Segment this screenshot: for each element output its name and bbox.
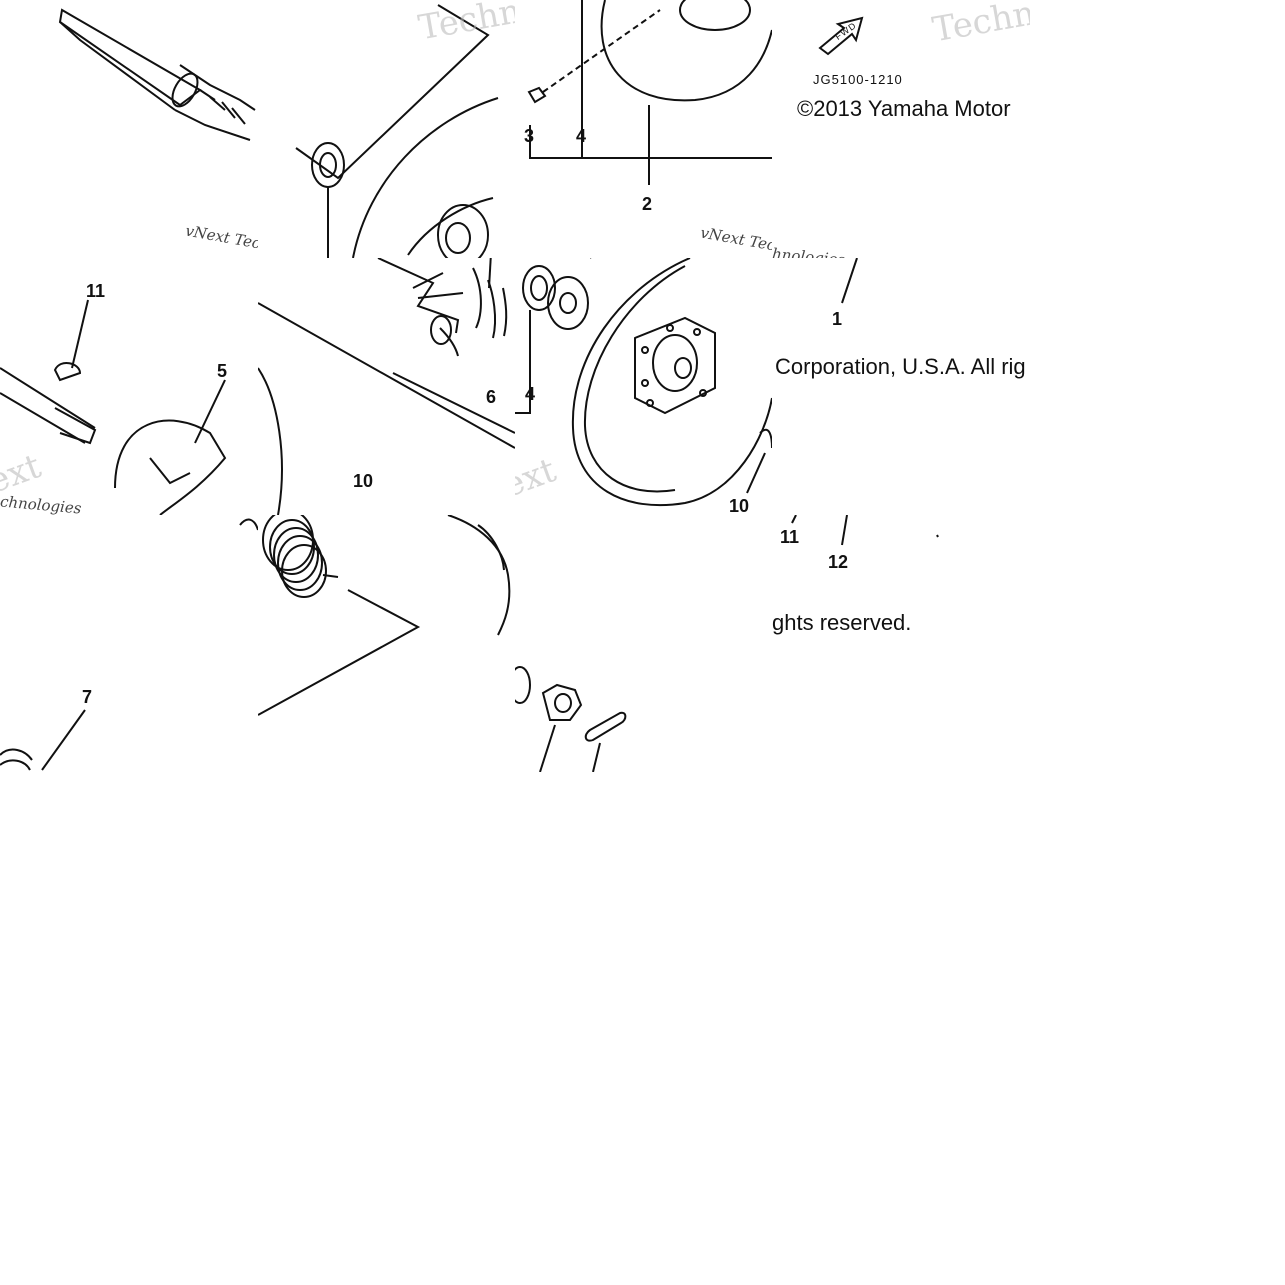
leader-lines-bottom	[791, 515, 939, 546]
diagram-tile-copyright-mid: 1 Corporation, U.S.A. All rig	[772, 258, 1030, 515]
callout-3: 3	[524, 126, 535, 146]
fwd-arrow	[818, 16, 864, 56]
copyright-line-3: ghts reserved.	[772, 610, 912, 635]
diagram-tile-key: 11 5 ext chnologies	[0, 258, 258, 515]
big-pulley-drawing	[515, 258, 772, 507]
spring-drawing	[258, 258, 515, 515]
shaft-drawing	[58, 8, 256, 141]
torsion-spring-drawing	[258, 515, 511, 716]
diagram-tile-copyright: FWD JG5100-1210 ©2013 Yamaha Motor Techn…	[772, 0, 1030, 258]
diagram-tile-big-pulley: 4 10 ext	[515, 258, 772, 515]
callout-2: 2	[642, 194, 653, 214]
diagram-tile-nut	[515, 515, 772, 772]
copyright-line-2: Corporation, U.S.A. All rig	[775, 354, 1026, 379]
drawing-code: JG5100-1210	[813, 72, 903, 87]
diagram-tile-pulley-top: Techno	[258, 0, 515, 258]
diagram-tile-shaft: vNext Tec	[0, 0, 258, 258]
diagram-tile-copyright-bottom: 11 12 ghts reserved.	[772, 515, 1030, 772]
pulley-top-drawing	[295, 4, 499, 258]
callout-4-mid: 4	[525, 384, 536, 404]
diagram-tile-spring: 6 10	[258, 258, 515, 515]
callout-11: 11	[780, 527, 800, 547]
callout-6: 6	[486, 387, 497, 407]
diagram-tile-coil: 7	[0, 515, 258, 772]
coil-drawing	[0, 518, 258, 771]
plate-drawing	[527, 0, 772, 185]
callout-5: 5	[217, 361, 228, 381]
copyright-line-1: ©2013 Yamaha Motor	[797, 96, 1011, 121]
callout-8: 10	[353, 471, 374, 491]
callout-12: 12	[828, 552, 849, 572]
diagram-tile-plate: 3 4 2 vNext Tec	[515, 0, 772, 258]
callout-9: 11	[86, 281, 106, 301]
callout-10: 10	[729, 496, 750, 515]
callout-4-top: 4	[576, 126, 587, 146]
callout-1: 1	[832, 309, 843, 329]
nut-drawing	[515, 666, 627, 772]
callout-7: 7	[82, 687, 93, 707]
diagram-tile-torsion-spring	[258, 515, 515, 772]
leader-lines	[841, 258, 858, 304]
key-drawing	[0, 299, 227, 515]
